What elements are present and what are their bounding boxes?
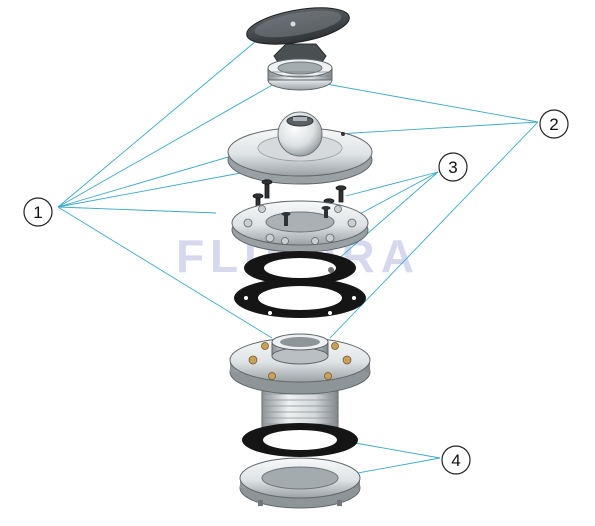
- eyeball-flange-part: [227, 111, 373, 185]
- lock-nut-part: [239, 457, 361, 509]
- leader-1-cover: [57, 35, 263, 208]
- gasket-lower-part: [234, 278, 366, 318]
- gasket-upper-part: [244, 251, 356, 285]
- body-part: [229, 333, 371, 439]
- leader-1-flange: [57, 171, 247, 208]
- leader-lines: [57, 35, 539, 478]
- retaining-plate-part: [231, 200, 369, 253]
- callout-1-label: 1: [33, 203, 42, 222]
- leader-2-body: [329, 121, 539, 339]
- gasket-bottom-part: [242, 423, 358, 457]
- leader-1-plate: [57, 206, 217, 214]
- callout-2-label: 2: [549, 115, 558, 134]
- leader-2-eyeball: [337, 121, 539, 135]
- leader-3-gasket: [327, 171, 439, 269]
- leader-2-ring: [325, 83, 539, 123]
- callout-1: 1: [23, 197, 53, 227]
- leader-1-body: [57, 206, 273, 339]
- threaded-ring-part: [267, 58, 333, 91]
- callout-3: 3: [438, 152, 468, 182]
- callout-2: 2: [539, 109, 569, 139]
- leader-3-screw-a: [345, 171, 439, 197]
- leader-3-screw-b: [355, 171, 439, 217]
- leader-1-ring: [57, 83, 275, 208]
- callout-3-label: 3: [448, 158, 457, 177]
- top-cover-part: [246, 7, 350, 63]
- callout-4-label: 4: [451, 451, 460, 470]
- callout-4: 4: [441, 445, 471, 475]
